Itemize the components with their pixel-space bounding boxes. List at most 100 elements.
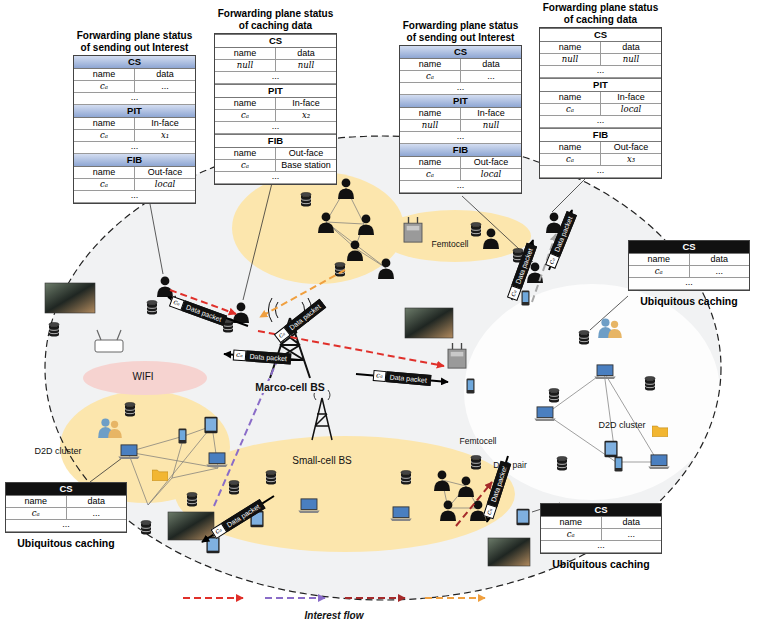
table-row: nameIn-face: [74, 118, 195, 130]
data-packet: cₐData packet: [233, 349, 292, 364]
table-cell: name: [74, 69, 135, 80]
wifi-router: [97, 330, 121, 340]
table-cell: null: [215, 60, 276, 71]
device-icon: [390, 507, 411, 521]
table-cell: data: [135, 69, 195, 80]
legend-caption: Interest flow: [305, 610, 364, 622]
table-cell: ...: [602, 529, 662, 540]
table-cell: ...: [135, 81, 195, 92]
device-icon: [522, 290, 530, 305]
device-icon: [604, 441, 617, 458]
table-cell: local: [461, 169, 521, 180]
table-cell: cₐ: [540, 154, 601, 165]
table-header: CS: [6, 483, 126, 496]
table-cell: In-face: [276, 98, 336, 109]
ellipsis-row: ...: [6, 520, 126, 532]
device-icon: [652, 426, 668, 437]
table-cell: local: [601, 104, 661, 115]
base-station-label: Marco-cell BS: [253, 381, 326, 393]
table-cell: data: [602, 517, 662, 528]
table-frame: CSnamedatanullnull...PITnameIn-facecₐloc…: [539, 27, 662, 179]
legend-arrow: [183, 597, 485, 599]
table-header: CS: [74, 56, 195, 69]
coverage-region: [175, 436, 515, 552]
forwarding-table: Forwarding plane status of caching dataC…: [538, 2, 663, 179]
device-icon: [266, 470, 276, 484]
table-cell: cₐ: [540, 104, 601, 115]
table-cell: null: [461, 120, 521, 131]
table-row: nullnull: [215, 60, 336, 72]
leader-line: [243, 183, 272, 300]
table-cell: name: [74, 118, 135, 129]
table-heading: Forwarding plane status of sending out I…: [398, 20, 523, 43]
table-cell: Out-face: [601, 142, 661, 153]
table-cell: data: [276, 48, 336, 59]
cell-label: Femtocell: [460, 437, 497, 447]
device-icon: [98, 418, 122, 438]
table-cell: name: [540, 142, 601, 153]
table-cell: name: [540, 42, 601, 53]
ellipsis-row: ...: [215, 72, 336, 84]
ellipsis-row: ...: [74, 93, 195, 105]
ellipsis-row: ...: [215, 122, 336, 134]
coverage-region: [232, 172, 404, 284]
device-icon: [206, 453, 227, 467]
table-cell: name: [629, 254, 690, 265]
table-cell: cₐ: [6, 508, 67, 519]
packet-label: Data packet: [221, 499, 265, 532]
device-icon: [594, 365, 615, 379]
table-cell: null: [276, 60, 336, 71]
network-label: WIFI: [132, 371, 153, 383]
device-icon: [549, 388, 559, 402]
device-icon: [49, 179, 670, 554]
device-icon: [233, 303, 249, 323]
coverage-region: [379, 210, 531, 262]
ellipsis-row: ...: [540, 166, 661, 178]
content-name: cₐ: [373, 370, 386, 382]
table-row: cₐx₃: [540, 154, 661, 166]
pair-label: D2D pair: [493, 461, 527, 471]
table-cell: cₐ: [74, 81, 135, 92]
table-heading: Forwarding plane status of caching data: [538, 2, 663, 25]
data-packet: cₐData packet: [211, 499, 266, 539]
leader-line: [90, 458, 122, 482]
table-header: FIB: [540, 128, 661, 142]
video-thumbnail: [168, 512, 214, 540]
small-cell-tower: [312, 390, 332, 440]
data-packet: cₐData packet: [507, 243, 537, 301]
packet-label: Data packet: [385, 371, 431, 386]
table-row: cₐ...: [6, 508, 126, 520]
device-icon: [157, 277, 173, 297]
coverage-region: [464, 284, 720, 500]
table-cell: null: [540, 54, 601, 65]
table-cell: name: [541, 517, 602, 528]
table-row: cₐ...: [541, 529, 661, 541]
small-cell-tower: [312, 398, 332, 440]
table-cell: cₐ: [541, 529, 602, 540]
table-cell: name: [400, 157, 461, 168]
packet-label: Data packet: [181, 300, 227, 326]
table-header: CS: [629, 241, 749, 254]
table-cell: name: [74, 167, 135, 178]
coverage-region: [45, 136, 721, 600]
coverage-region: [45, 136, 721, 600]
table-frame: CSnamedatacₐ......PITnameIn-facenullnull…: [399, 45, 522, 194]
table-header: CS: [215, 34, 336, 48]
data-packet: cₐData packet: [545, 211, 577, 269]
device-icon: [125, 402, 135, 416]
packet-label: Data packet: [550, 211, 577, 257]
table-row: namedata: [400, 59, 521, 71]
table-row: nameIn-face: [215, 98, 336, 110]
ellipsis-row: ...: [74, 191, 195, 203]
content-name: cₐ: [233, 349, 246, 361]
coverage-region: [83, 361, 207, 395]
table-row: cₐx₁: [74, 130, 195, 142]
table-cell: data: [601, 42, 661, 53]
table-header: FIB: [74, 154, 195, 167]
table-cell: Out-face: [461, 157, 521, 168]
device-icon: [579, 330, 589, 344]
table-cell: null: [400, 120, 461, 131]
leader-line: [552, 174, 590, 212]
table-caption: Ubiquitous caching: [5, 537, 127, 549]
table-row: namedata: [540, 42, 661, 54]
